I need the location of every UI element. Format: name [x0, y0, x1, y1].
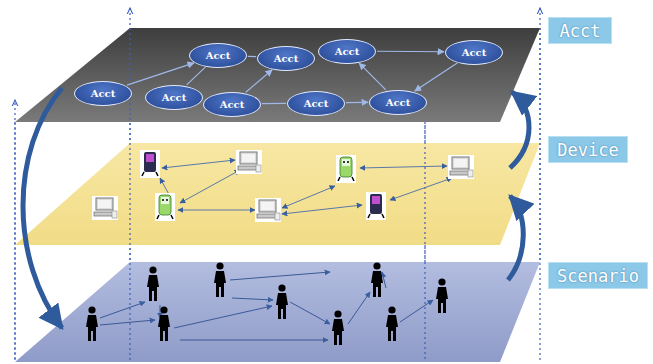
account-text: Acct — [91, 88, 116, 99]
account-text: Acct — [462, 47, 487, 58]
layer-label-text: Acct — [560, 21, 601, 41]
account-link — [377, 51, 444, 53]
layer-label: Device — [548, 136, 628, 163]
account-text: Acct — [274, 53, 299, 64]
account-ellipse: Acct — [189, 43, 247, 68]
account-link — [246, 70, 272, 92]
account-link — [127, 63, 194, 85]
account-text: Acct — [220, 99, 245, 110]
device-links — [160, 160, 452, 214]
layer-label: Acct — [548, 17, 612, 44]
account-ellipse: Acct — [445, 40, 503, 65]
account-link — [187, 67, 206, 85]
layer-label-text: Scenario — [557, 266, 639, 286]
account-link — [346, 102, 368, 103]
device-plane — [15, 143, 540, 245]
account-plane — [15, 28, 540, 122]
account-ellipse: Acct — [287, 91, 345, 116]
account-ellipse: Acct — [318, 39, 376, 64]
account-text: Acct — [335, 46, 360, 57]
account-link — [262, 103, 286, 104]
account-text: Acct — [162, 92, 187, 103]
account-link — [415, 63, 458, 91]
account-text: Acct — [206, 50, 231, 61]
layer-label-text: Device — [557, 140, 618, 160]
account-link — [248, 56, 256, 58]
layer-arrows — [23, 88, 529, 328]
account-text: Acct — [386, 97, 411, 108]
account-ellipse: Acct — [74, 81, 132, 106]
account-ellipse: Acct — [369, 90, 427, 115]
account-ellipse: Acct — [145, 85, 203, 110]
account-link — [359, 63, 386, 90]
scenario-plane — [15, 262, 540, 362]
account-text: Acct — [304, 98, 329, 109]
account-ellipse: Acct — [257, 46, 315, 71]
layer-label: Scenario — [548, 262, 648, 289]
account-ellipse: Acct — [203, 92, 261, 117]
